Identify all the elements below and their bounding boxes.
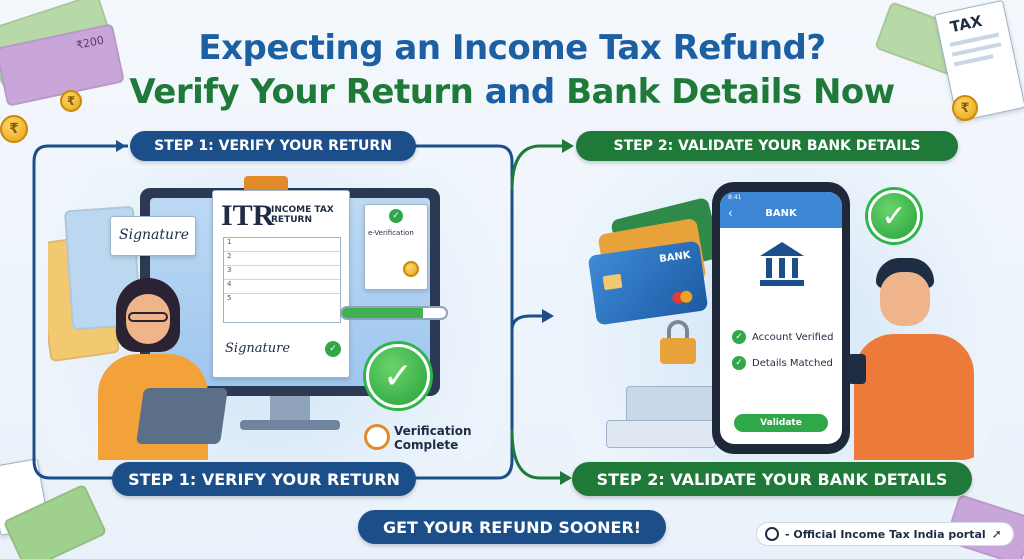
- itr-form-table: 1 2 3 4 5: [223, 237, 341, 323]
- signature-text: Signature: [119, 227, 190, 243]
- rupee-coin-icon: ₹: [0, 115, 28, 143]
- row-number: 5: [227, 294, 232, 302]
- subtitle-part1: Verify Your Return: [129, 72, 474, 112]
- big-check-icon: ✓: [868, 190, 920, 242]
- clock-icon: [364, 424, 390, 450]
- itr-heading: ITR: [221, 199, 275, 232]
- step1-bottom-label: STEP 1: VERIFY YOUR RETURN: [112, 462, 416, 496]
- row-number: 2: [224, 252, 340, 266]
- subtitle-and: and: [484, 72, 556, 112]
- clipboard-clip: [244, 176, 288, 192]
- itr-line2: RETURN: [271, 215, 312, 225]
- woman-illustration: [78, 278, 228, 460]
- rupee-coin-icon: ₹: [952, 95, 978, 121]
- phone-header-title: BANK: [765, 208, 797, 219]
- bank-icon: [760, 242, 804, 286]
- check-icon: ✓: [732, 356, 746, 370]
- row-number: 4: [224, 280, 340, 294]
- phone-header: 8:41 ‹ BANK: [720, 192, 842, 228]
- row-number: 1: [224, 238, 340, 252]
- globe-icon: [765, 527, 779, 541]
- bank-card: BANK: [587, 240, 709, 326]
- page-title: Expecting an Income Tax Refund?: [198, 28, 826, 68]
- cta-refund-button[interactable]: GET YOUR REFUND SOONER!: [358, 510, 666, 544]
- everification-certificate: ✓ e-Verification: [364, 204, 428, 290]
- verification-line1: Verification: [394, 424, 472, 438]
- check-icon: ✓: [325, 341, 341, 357]
- account-verified-row: ✓ Account Verified: [732, 330, 833, 344]
- man-illustration: [834, 258, 984, 460]
- signature-card: Signature: [110, 216, 196, 256]
- row-number: 3: [224, 266, 340, 280]
- step1-panel: Signature ITR INCOME TAX RETURN 1 2 3 4 …: [48, 168, 494, 460]
- step2-top-label: STEP 2: VALIDATE YOUR BANK DETAILS: [576, 131, 958, 161]
- details-matched-label: Details Matched: [752, 357, 833, 369]
- verification-complete: Verification Complete: [394, 424, 472, 452]
- check-icon: ✓: [732, 330, 746, 344]
- phone-screen: 8:41 ‹ BANK ✓ Account Verified ✓ Details…: [720, 192, 842, 444]
- seal-icon: [403, 261, 419, 277]
- portal-text: - Official Income Tax India portal: [785, 527, 986, 541]
- step1-top-label: STEP 1: VERIFY YOUR RETURN: [130, 131, 416, 161]
- everification-label: e-Verification: [368, 229, 414, 237]
- phone: 8:41 ‹ BANK ✓ Account Verified ✓ Details…: [712, 182, 850, 454]
- portal-link[interactable]: - Official Income Tax India portal ➚: [756, 522, 1014, 546]
- itr-signature: Signature: [225, 341, 291, 356]
- step2-panel: BANK 8:41 ‹ BANK: [572, 168, 988, 460]
- lock-icon: [660, 320, 696, 364]
- cursor-icon: ➚: [991, 527, 1002, 541]
- subtitle-part2: Bank Details Now: [566, 72, 895, 112]
- itr-document: ITR INCOME TAX RETURN 1 2 3 4 5 Signatur…: [212, 190, 350, 378]
- card-bank-label: BANK: [658, 249, 692, 266]
- page-subtitle: Verify Your Return and Bank Details Now: [0, 72, 1024, 112]
- status-time: 8:41: [728, 194, 742, 201]
- verification-line2: Complete: [394, 438, 459, 452]
- details-matched-row: ✓ Details Matched: [732, 356, 833, 370]
- back-chevron-icon[interactable]: ‹: [728, 206, 733, 220]
- monitor-stand: [270, 396, 310, 422]
- validate-button[interactable]: Validate: [734, 414, 828, 432]
- step2-bottom-label: STEP 2: VALIDATE YOUR BANK DETAILS: [572, 462, 972, 496]
- itr-line1: INCOME TAX: [271, 205, 334, 215]
- big-check-icon: ✓: [366, 344, 430, 408]
- monitor-base: [240, 420, 340, 430]
- card-stack-decor: [626, 386, 716, 422]
- account-verified-label: Account Verified: [752, 331, 834, 343]
- progress-bar: [340, 306, 448, 320]
- card-stack-decor: [606, 420, 716, 448]
- check-icon: ✓: [389, 209, 403, 223]
- rupee-coin-icon: ₹: [60, 90, 82, 112]
